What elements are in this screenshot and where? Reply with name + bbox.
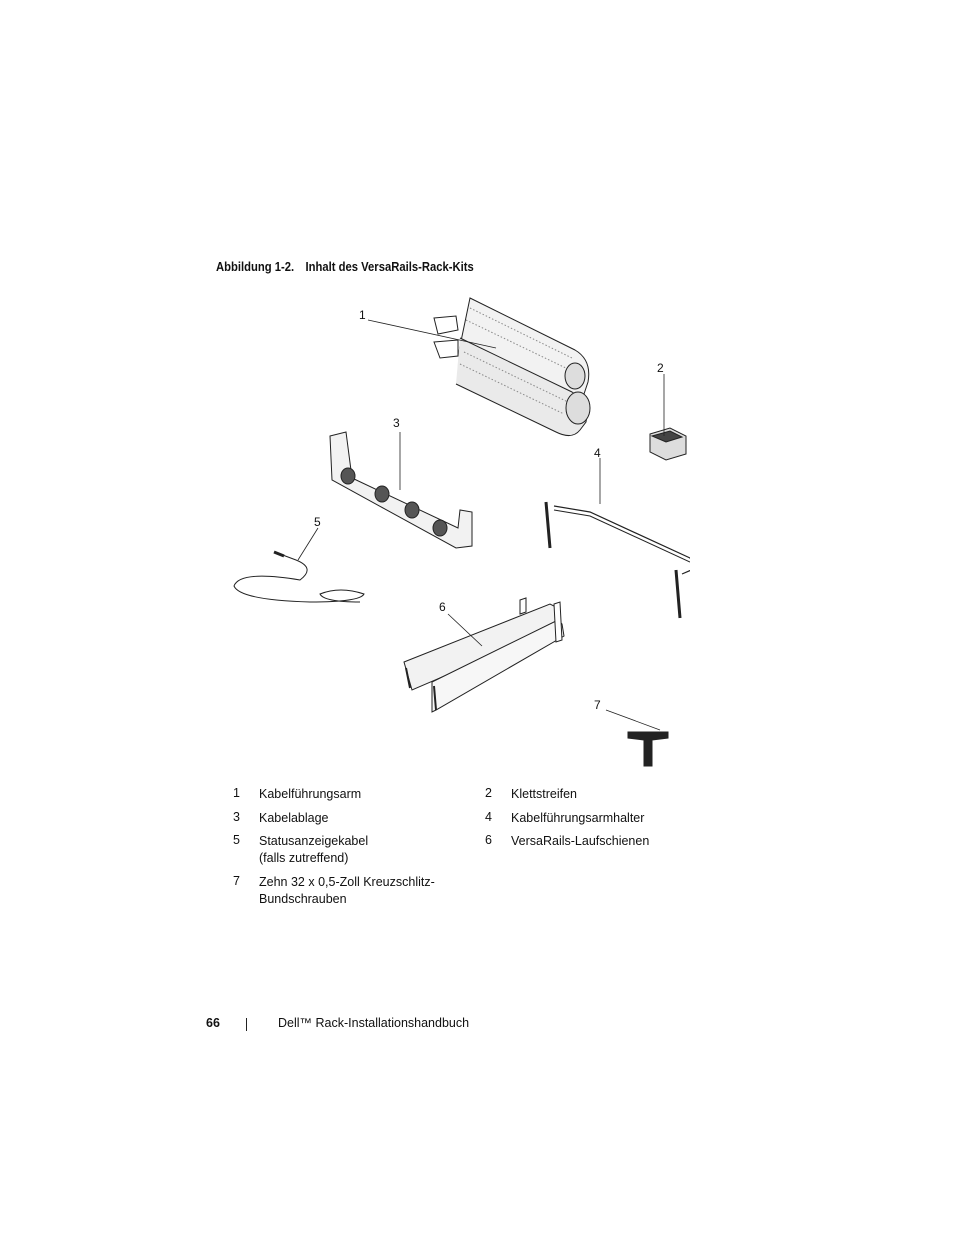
legend-text-line2: (falls zutreffend) bbox=[259, 851, 349, 865]
arm-bracket-drawing bbox=[544, 501, 690, 619]
legend-number: 5 bbox=[233, 833, 240, 847]
legend-number: 6 bbox=[485, 833, 492, 847]
callout-1: 1 bbox=[359, 308, 366, 322]
velcro-strap-drawing bbox=[649, 427, 687, 461]
footer-divider bbox=[246, 1018, 247, 1031]
screw-drawing bbox=[627, 731, 669, 767]
versarails-drawing bbox=[403, 597, 565, 713]
figure-title: Inhalt des VersaRails-Rack-Kits bbox=[305, 260, 474, 274]
page-number: 66 bbox=[206, 1016, 220, 1030]
legend-text: Kabelführungsarm bbox=[259, 787, 362, 801]
legend-number: 2 bbox=[485, 786, 492, 800]
status-cable-drawing bbox=[233, 550, 365, 603]
legend-text: Statusanzeigekabel bbox=[259, 834, 369, 848]
legend-number: 4 bbox=[485, 810, 492, 824]
legend-number: 3 bbox=[233, 810, 240, 824]
cable-tray-drawing bbox=[329, 431, 473, 549]
callout-2: 2 bbox=[657, 361, 664, 375]
legend-text: Kabelführungsarmhalter bbox=[511, 811, 645, 825]
legend-text: Klettstreifen bbox=[511, 787, 578, 801]
callout-3: 3 bbox=[393, 416, 400, 430]
footer-title: Dell™ Rack-Installationshandbuch bbox=[278, 1016, 470, 1030]
figure-caption: Abbildung 1-2. Inhalt des VersaRails-Rac… bbox=[216, 260, 474, 274]
callout-6: 6 bbox=[439, 600, 446, 614]
callout-4: 4 bbox=[594, 446, 601, 460]
legend-number: 7 bbox=[233, 874, 240, 888]
legend-number: 1 bbox=[233, 786, 240, 800]
legend-text: Zehn 32 x 0,5-Zoll Kreuzschlitz- bbox=[259, 875, 435, 889]
figure-label: Abbildung 1-2. bbox=[216, 260, 295, 274]
callout-5: 5 bbox=[314, 515, 321, 529]
rack-kit-illustration bbox=[233, 297, 690, 767]
legend-text: Kabelablage bbox=[259, 811, 329, 825]
cable-management-arm-drawing bbox=[433, 297, 591, 436]
legend-text-line2: Bundschrauben bbox=[259, 892, 347, 906]
legend-text: VersaRails-Laufschienen bbox=[511, 834, 650, 848]
callout-7: 7 bbox=[594, 698, 601, 712]
